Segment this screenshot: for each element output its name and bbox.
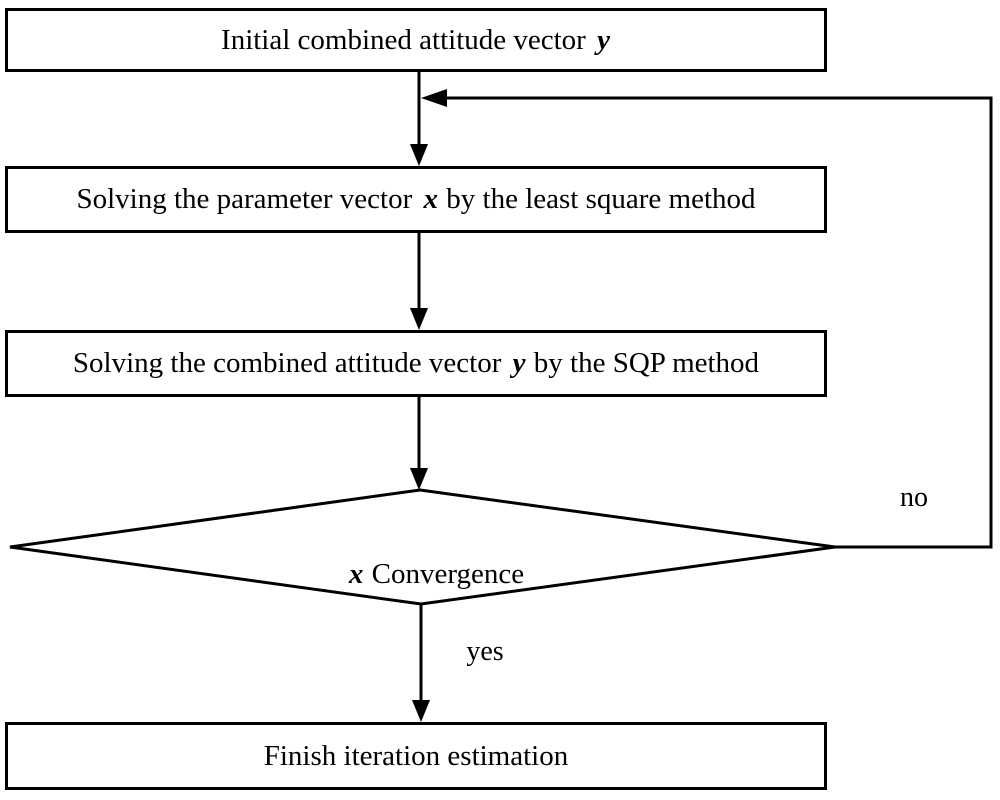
math-var-y: y <box>512 347 526 379</box>
arrowhead-down-icon <box>410 308 428 330</box>
process-box-sqp-method: Solving the combined attitude vector y b… <box>5 330 827 397</box>
math-var-x: x <box>348 558 364 590</box>
arrowhead-down-icon <box>410 468 428 490</box>
process-box-finish-iteration: Finish iteration estimation <box>5 722 827 790</box>
arrowhead-down-icon <box>410 144 428 166</box>
node-text: Initial combined attitude vector <box>221 23 594 56</box>
no-branch-label: no <box>900 482 928 513</box>
process-box-least-square-method: Solving the parameter vector x by the le… <box>5 166 827 233</box>
no-branch-return-line <box>447 96 993 549</box>
node-text: Convergence <box>364 558 525 590</box>
math-var-y: y <box>597 23 610 56</box>
math-var-x: x <box>423 183 439 215</box>
node-text: Solving the combined attitude vector <box>72 347 509 379</box>
arrowhead-down-icon <box>412 700 430 722</box>
node-text: Finish iteration estimation <box>263 739 569 772</box>
arrowhead-left-icon <box>421 89 447 107</box>
decision-label-convergence: x Convergence <box>122 531 722 618</box>
yes-branch-label: yes <box>466 636 504 667</box>
process-box-initial-attitude-vector: Initial combined attitude vector y <box>5 8 827 72</box>
node-text: by the SQP method <box>526 347 760 379</box>
node-text: Solving the parameter vector <box>76 183 420 215</box>
node-text: by the least square method <box>439 183 756 215</box>
